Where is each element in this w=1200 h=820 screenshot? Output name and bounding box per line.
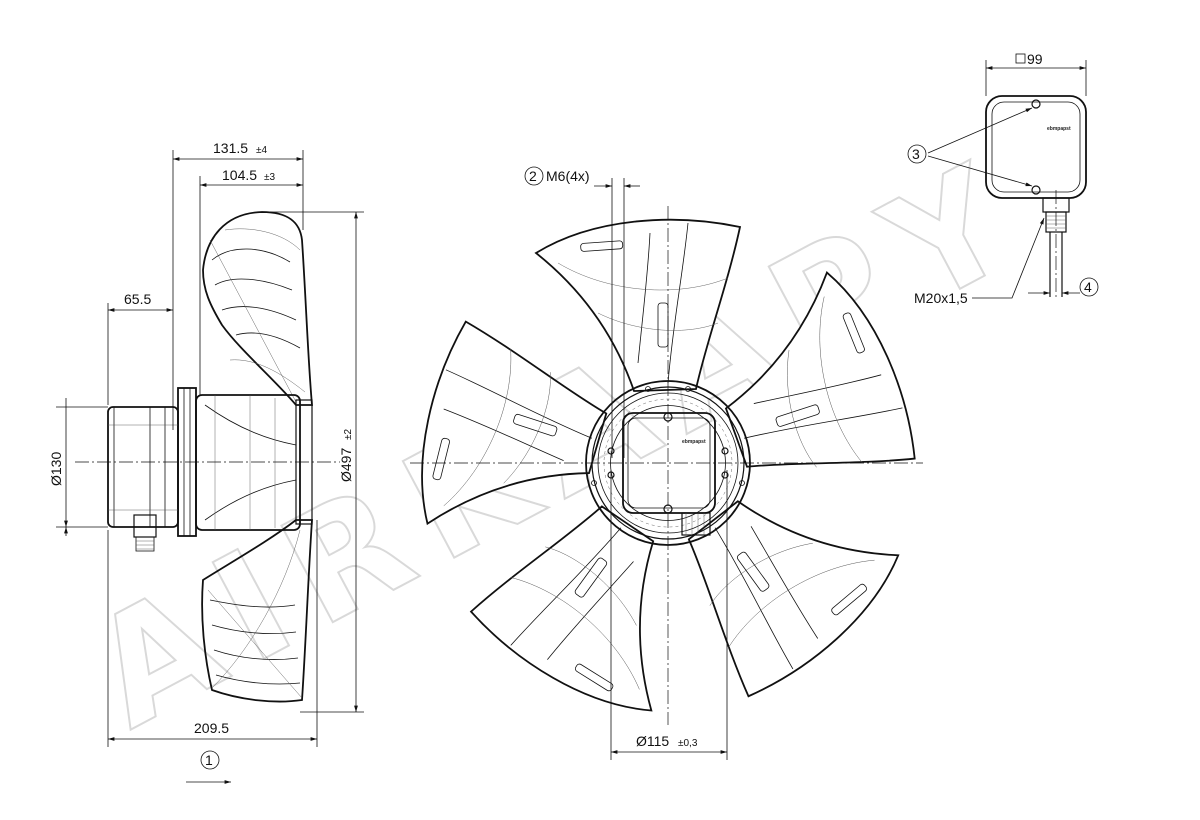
terminal-screw-top (1031, 99, 1041, 109)
callout-4-circle (1079, 277, 1099, 297)
dim-bolt-circle-tol: ±0,3 (678, 738, 698, 749)
dim-motor: 65.5 (124, 291, 151, 307)
front-blade-2 (694, 261, 923, 511)
terminal-box-body (985, 95, 1087, 199)
square-symbol (1015, 53, 1026, 64)
terminal-screw-bottom (1031, 185, 1041, 195)
mount-hole-1 (607, 447, 615, 455)
dim-fan-diameter-tol: ±2 (343, 429, 354, 440)
callout-3-label: 3 (912, 146, 920, 162)
dim-box-square: 99 (1027, 51, 1043, 67)
front-blade-3 (651, 442, 919, 704)
dim-total: 209.5 (194, 720, 229, 736)
dim-overall-depth-tol: ±4 (256, 145, 267, 156)
callout-1-label: 1 (205, 752, 213, 768)
callout-3-circle (907, 144, 927, 164)
side-motor (107, 406, 179, 528)
front-blade-1 (535, 218, 741, 392)
dim-blade-depth: 104.5 (222, 167, 257, 183)
front-brand-label: ebmpapst (682, 439, 706, 445)
thread-size-label: M6(4x) (546, 168, 590, 184)
dim-blade-depth-tol: ±3 (264, 172, 275, 183)
callout-2-circle (524, 166, 544, 186)
cable-gland-thread-label: M20x1,5 (914, 290, 968, 306)
dim-motor-diameter: Ø130 (48, 452, 64, 486)
mount-hole-2 (721, 447, 729, 455)
side-dimensions: 131.5 ±4 104.5 ±3 65.5 209.5 Ø130 Ø497 ±… (48, 140, 364, 784)
side-blade-upper (202, 211, 313, 406)
side-view (75, 211, 340, 703)
callout-2-label: 2 (529, 168, 537, 184)
callout-4-label: 4 (1084, 279, 1092, 295)
side-cable-gland (133, 514, 157, 538)
front-view: ebmpapst (394, 206, 923, 739)
dim-bolt-circle: Ø115 (636, 733, 669, 749)
front-blade-4 (465, 478, 734, 739)
terminal-brand-label: ebmpapst (1047, 126, 1071, 132)
mount-hole-4 (721, 471, 729, 479)
dim-fan-diameter: Ø497 (338, 448, 354, 482)
terminal-box-detail: ebmpapst 99 3 4 M20x1,5 (907, 51, 1099, 306)
front-blade-5 (394, 318, 623, 568)
dim-overall-depth: 131.5 (213, 140, 248, 156)
front-dimensions: 2 M6(4x) Ø115 ±0,3 (524, 166, 728, 760)
callout-1-circle (200, 750, 220, 770)
side-blade-lower (201, 519, 313, 703)
